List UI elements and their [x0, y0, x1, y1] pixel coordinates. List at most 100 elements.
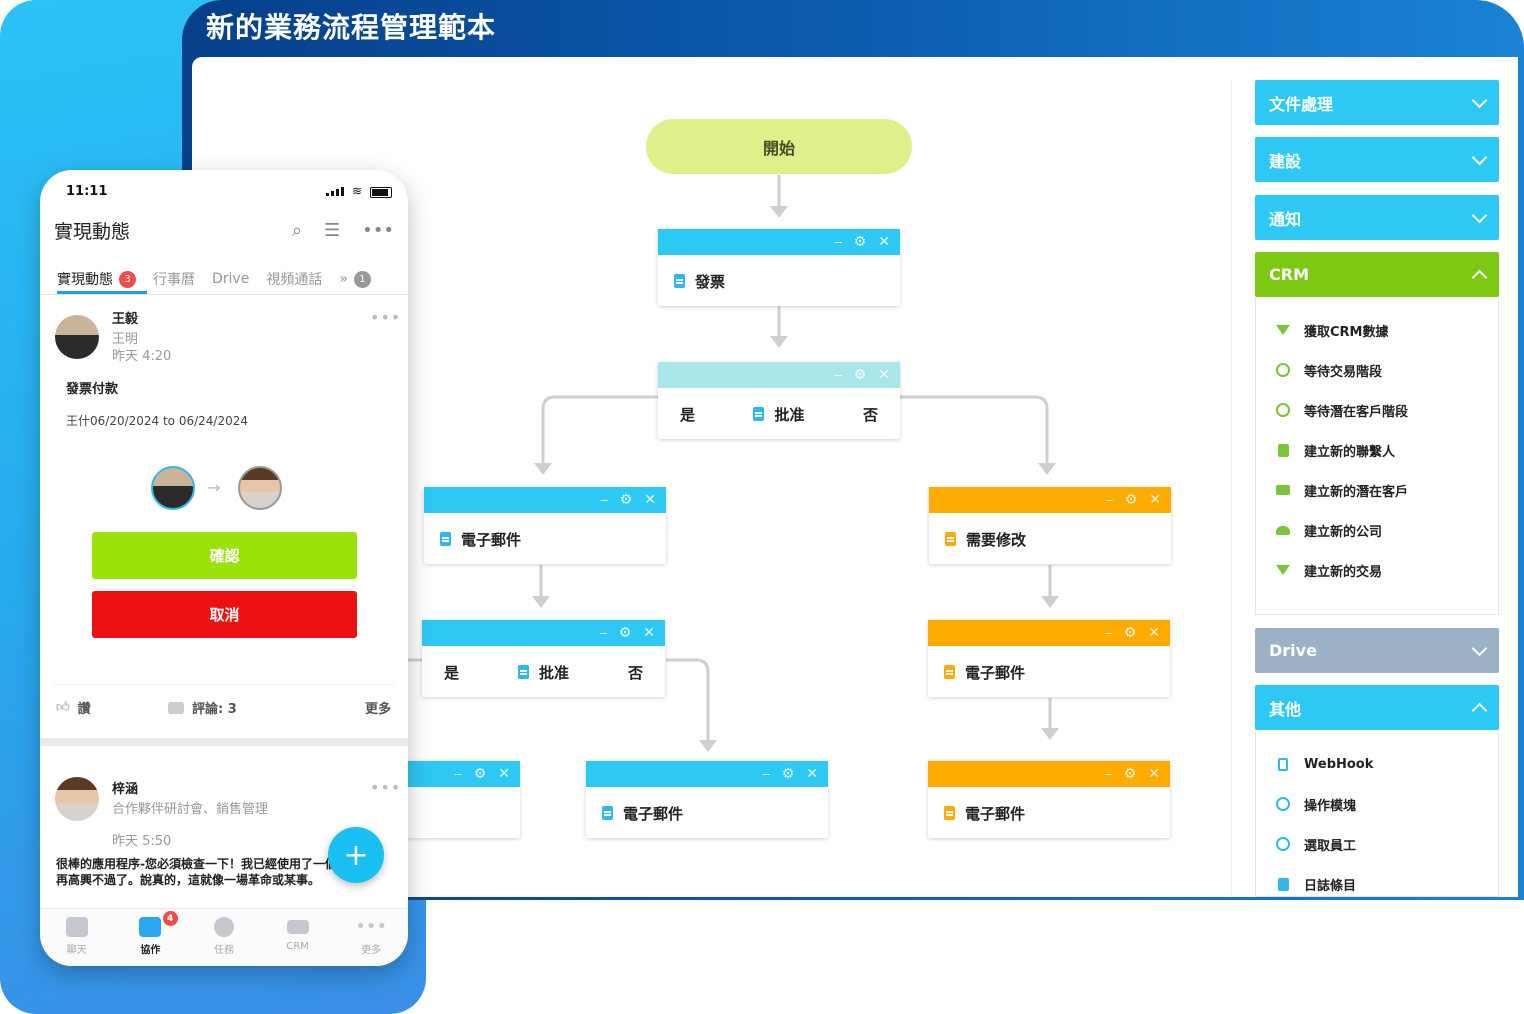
accordion-label: 文件處理: [1269, 94, 1334, 114]
accordion-construction[interactable]: 建設: [1255, 137, 1499, 182]
gear-icon[interactable]: ⚙: [853, 367, 867, 383]
add-button[interactable]: +: [328, 827, 384, 883]
minimize-icon[interactable]: ⎯: [1105, 492, 1113, 508]
tab-video-call[interactable]: 視頻通話: [266, 272, 323, 288]
other-item-select-employee[interactable]: 選取員工: [1256, 824, 1498, 864]
signal-icon: [326, 187, 344, 196]
needs-edit-node[interactable]: ⎯⚙✕ 需要修改: [929, 487, 1171, 564]
gear-icon[interactable]: ⚙: [619, 492, 633, 508]
hidden-node[interactable]: ⎯ ⚙ ✕: [400, 761, 520, 838]
avatar: [151, 466, 195, 510]
post-author[interactable]: 梓涵: [112, 782, 139, 797]
minimize-icon[interactable]: ⎯: [1104, 766, 1112, 782]
comment-button[interactable]: 評論: 3: [168, 698, 237, 717]
bottom-tab-crm[interactable]: CRM: [261, 909, 335, 966]
tab-badge: 3: [119, 270, 136, 288]
bottom-tab-tasks[interactable]: 任務: [187, 909, 261, 966]
item-label: 等待潛在客戶階段: [1304, 404, 1409, 420]
tab-drive[interactable]: Drive: [212, 271, 250, 287]
page-title: 新的業務流程管理範本: [206, 11, 497, 44]
filter-icon[interactable]: ☰: [324, 220, 341, 241]
search-icon[interactable]: ⌕: [291, 220, 302, 241]
post-menu-icon[interactable]: •••: [370, 308, 402, 327]
funnel-icon: [1276, 563, 1290, 577]
start-node[interactable]: 開始: [646, 119, 912, 174]
approval-decision-node-2[interactable]: ⎯⚙✕ 是 批准 否: [422, 620, 665, 697]
minimize-icon[interactable]: ⎯: [834, 234, 842, 250]
other-item-webhook[interactable]: WebHook: [1256, 744, 1498, 784]
more-icon[interactable]: •••: [362, 220, 394, 241]
more-icon: •••: [355, 916, 388, 937]
minimize-icon[interactable]: ⎯: [1104, 625, 1112, 641]
close-icon[interactable]: ✕: [1149, 492, 1161, 508]
tab-label: CRM: [286, 941, 309, 952]
close-icon[interactable]: ✕: [806, 766, 818, 782]
approval-decision-node[interactable]: ⎯⚙✕ 是 批准 否: [658, 362, 900, 439]
gear-icon[interactable]: ⚙: [1123, 766, 1137, 782]
bottom-tab-chat[interactable]: 聊天: [40, 909, 114, 966]
crm-item-new-lead[interactable]: 建立新的潛在客戶: [1256, 470, 1498, 510]
tab-calendar[interactable]: 行事曆: [153, 272, 195, 288]
other-item-log[interactable]: 日誌條目: [1256, 864, 1498, 904]
gear-icon[interactable]: ⚙: [473, 766, 487, 782]
minimize-icon[interactable]: ⎯: [762, 766, 770, 782]
email-node-middle[interactable]: ⎯⚙✕ 電子郵件: [586, 761, 828, 838]
confirm-button[interactable]: 確認: [92, 532, 357, 579]
bottom-tab-more[interactable]: •••更多: [334, 909, 408, 966]
minimize-icon[interactable]: ⎯: [599, 625, 607, 641]
gear-icon[interactable]: ⚙: [853, 234, 867, 250]
close-icon[interactable]: ✕: [644, 492, 656, 508]
close-icon[interactable]: ✕: [1148, 625, 1160, 641]
accordion-label: CRM: [1269, 265, 1309, 284]
accordion-other[interactable]: 其他: [1255, 685, 1499, 730]
contact-icon: [1276, 443, 1290, 457]
gear-icon[interactable]: ⚙: [618, 625, 632, 641]
avatar[interactable]: [55, 777, 99, 821]
minimize-icon[interactable]: ⎯: [834, 367, 842, 383]
email-node-right-1[interactable]: ⎯ ⚙ ✕ 電子郵件: [928, 620, 1170, 697]
like-button[interactable]: 👍︎讚: [56, 698, 91, 717]
crm-item-new-contact[interactable]: 建立新的聯繫人: [1256, 430, 1498, 470]
avatar[interactable]: [55, 315, 99, 359]
accordion-crm[interactable]: CRM: [1255, 252, 1499, 297]
no-label: 否: [627, 663, 643, 682]
post-author[interactable]: 王毅: [112, 312, 139, 327]
gear-icon[interactable]: ⚙: [1124, 492, 1138, 508]
accordion-notify[interactable]: 通知: [1255, 195, 1499, 240]
crm-item-new-company[interactable]: 建立新的公司: [1256, 510, 1498, 550]
email-node-right-2[interactable]: ⎯⚙✕ 電子郵件: [928, 761, 1170, 838]
node-label: 批准: [774, 405, 805, 424]
minimize-icon[interactable]: ⎯: [454, 766, 462, 782]
node-label: 電子郵件: [965, 663, 1026, 682]
minimize-icon[interactable]: ⎯: [600, 492, 608, 508]
cancel-button[interactable]: 取消: [92, 591, 357, 638]
more-button[interactable]: 更多: [365, 702, 392, 717]
close-icon[interactable]: ✕: [878, 234, 890, 250]
crm-item-new-deal[interactable]: 建立新的交易: [1256, 550, 1498, 590]
close-icon[interactable]: ✕: [878, 367, 890, 383]
accordion-drive[interactable]: Drive: [1255, 628, 1499, 673]
accordion-doc-processing[interactable]: 文件處理: [1255, 80, 1499, 125]
gear-icon[interactable]: ⚙: [781, 766, 795, 782]
invoice-node[interactable]: ⎯⚙✕ 發票: [658, 229, 900, 306]
document-icon: [674, 274, 685, 288]
tab-more[interactable]: »1: [339, 270, 371, 288]
gear-icon[interactable]: ⚙: [1123, 625, 1137, 641]
divider: [40, 294, 408, 295]
document-icon: [944, 665, 955, 679]
close-icon[interactable]: ✕: [498, 766, 510, 782]
close-icon[interactable]: ✕: [1148, 766, 1160, 782]
crm-item-get-data[interactable]: 獲取CRM數據: [1256, 310, 1498, 350]
chevron-up-icon: [1471, 702, 1488, 718]
tab-badge: 1: [353, 270, 371, 288]
crm-item-wait-lead[interactable]: 等待潛在客戶階段: [1256, 390, 1498, 430]
email-node-left[interactable]: ⎯⚙✕ 電子郵件: [424, 487, 666, 564]
other-item-module[interactable]: 操作模塊: [1256, 784, 1498, 824]
chevron-down-icon: [1471, 207, 1488, 223]
close-icon[interactable]: ✕: [643, 625, 655, 641]
post-menu-icon[interactable]: •••: [370, 778, 402, 797]
crm-item-wait-deal[interactable]: 等待交易階段: [1256, 350, 1498, 390]
